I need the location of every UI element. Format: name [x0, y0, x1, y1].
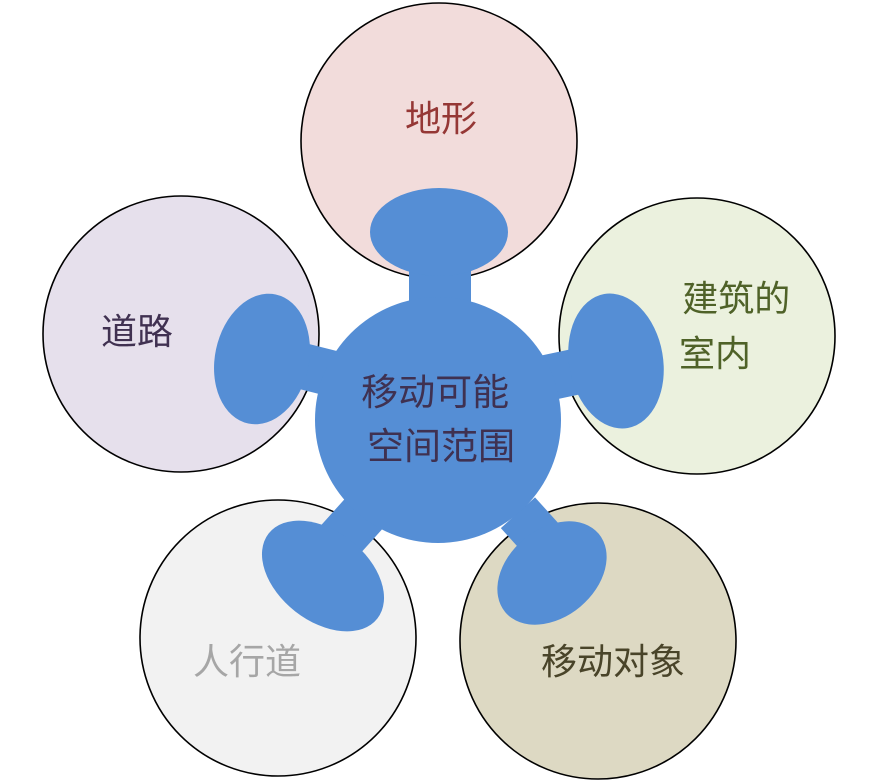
center-circle	[315, 297, 561, 543]
terrain-label: 地形	[405, 99, 477, 140]
road-label: 道路	[101, 312, 173, 353]
road-label-line-1: 道路	[101, 312, 173, 353]
lobe-lower-left	[261, 520, 385, 632]
center-label-line-2: 空间范围	[367, 425, 515, 468]
lobe-top	[370, 188, 508, 276]
sidewalk-label-line-1: 人行道	[193, 642, 301, 683]
moving-objects-label-line-1: 移动对象	[541, 642, 685, 683]
building-interior-label: 建筑的 室内	[679, 279, 802, 375]
terrain-label-line-1: 地形	[405, 99, 477, 140]
lobe-left	[214, 293, 310, 425]
sidewalk-label: 人行道	[193, 642, 301, 683]
moving-objects-label: 移动对象	[541, 642, 685, 683]
building-interior-label-line-2: 室内	[679, 334, 751, 375]
lobe-lower-right	[497, 521, 607, 625]
center-label: 移动可能 空间范围	[361, 371, 521, 468]
lobe-right	[568, 293, 664, 429]
building-interior-label-line-1: 建筑的	[682, 279, 790, 320]
center-label-line-1: 移动可能	[361, 371, 509, 414]
